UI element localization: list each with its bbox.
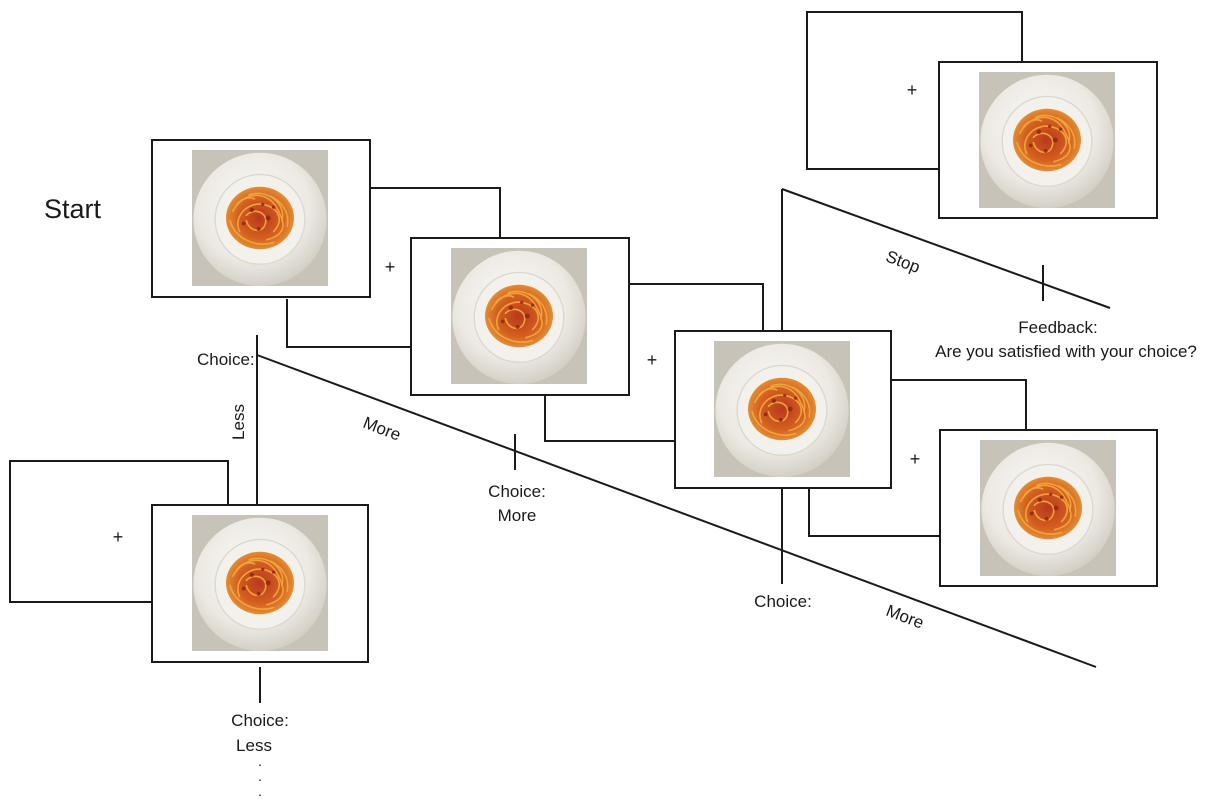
ellipsis-dot: . bbox=[258, 753, 262, 769]
choice-lines bbox=[256, 188, 1111, 703]
choice-less-label-line2: Less bbox=[236, 736, 272, 755]
pasta-plate-image bbox=[451, 248, 587, 384]
choice-more-label-line1: Choice: bbox=[488, 482, 546, 501]
choice-less-label-line1: Choice: bbox=[231, 711, 289, 730]
second-more-branch-label: More bbox=[883, 601, 926, 633]
fixation-cross: + bbox=[647, 350, 658, 370]
start-label: Start bbox=[44, 194, 102, 224]
ellipsis-dot: . bbox=[258, 783, 262, 799]
fixation-crosses: + + + + + bbox=[113, 80, 921, 547]
pasta-plate-image bbox=[980, 440, 1116, 576]
fixation-cross: + bbox=[385, 257, 396, 277]
screen-less bbox=[151, 504, 369, 663]
choice-more-label-line2: More bbox=[498, 506, 537, 525]
pasta-plate-image bbox=[714, 341, 850, 477]
choice-prompt-label: Choice: bbox=[197, 350, 255, 369]
pasta-plate-image bbox=[192, 150, 328, 286]
connector-lines bbox=[9, 11, 1027, 603]
stop-branch-label: Stop bbox=[883, 247, 922, 277]
feedback-label-line2: Are you satisfied with your choice? bbox=[935, 342, 1197, 361]
pasta-plate-image bbox=[192, 515, 328, 651]
screen-3 bbox=[674, 330, 892, 489]
more-branch-label: More bbox=[360, 413, 403, 445]
screen-4 bbox=[939, 429, 1158, 587]
continuation-dots: . . . bbox=[258, 753, 262, 799]
fixation-cross: + bbox=[910, 449, 921, 469]
screen-2 bbox=[410, 237, 630, 396]
screen-final bbox=[938, 61, 1158, 219]
fixation-cross: + bbox=[907, 80, 918, 100]
screen-1 bbox=[151, 139, 371, 298]
second-choice-prompt-label: Choice: bbox=[754, 592, 812, 611]
less-branch-label: Less bbox=[229, 404, 248, 440]
ellipsis-dot: . bbox=[258, 768, 262, 784]
feedback-label-line1: Feedback: bbox=[1018, 318, 1097, 337]
pasta-plate-image bbox=[979, 72, 1115, 208]
fixation-cross: + bbox=[113, 527, 124, 547]
